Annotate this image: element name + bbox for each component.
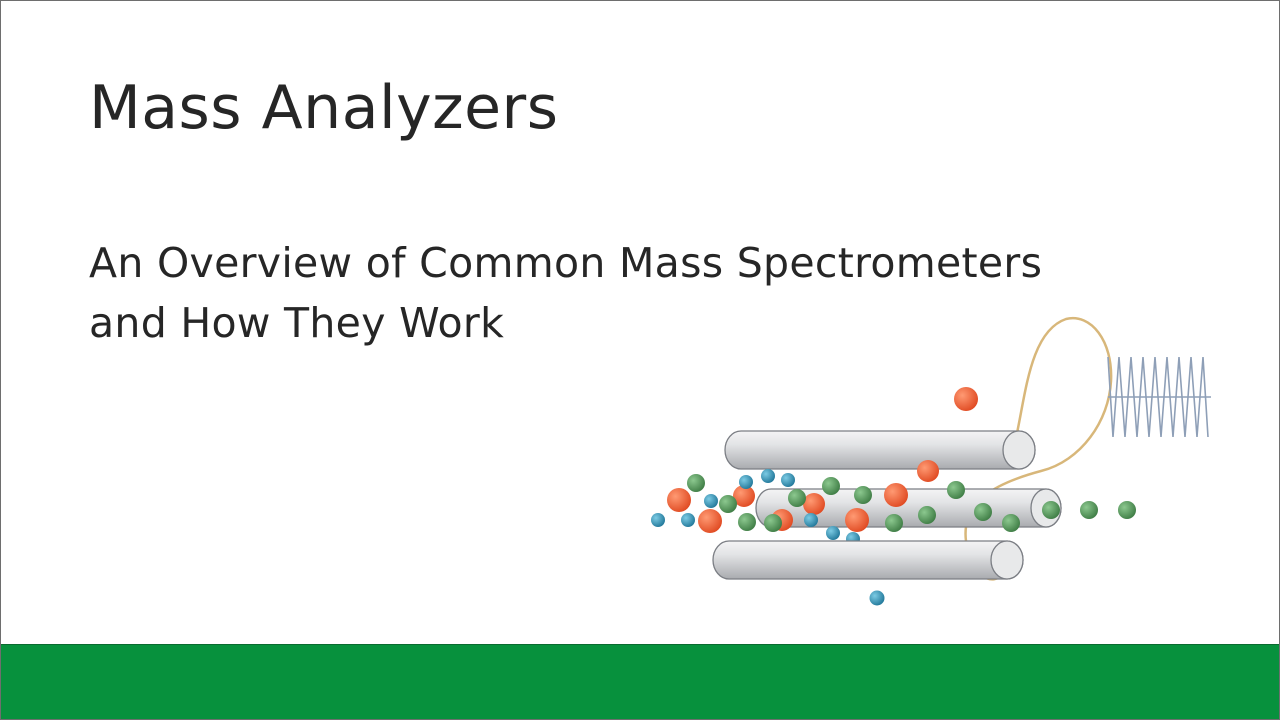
quadrupole-mass-analyzer-icon bbox=[651, 316, 1211, 606]
subtitle-line-1: An Overview of Common Mass Spectrometers bbox=[89, 239, 1043, 287]
slide-title: Mass Analyzers bbox=[89, 73, 559, 143]
ion-cloud bbox=[651, 387, 1136, 606]
rf-waveform-icon bbox=[1107, 356, 1211, 438]
quadrupole-rod-top bbox=[724, 430, 1036, 470]
quadrupole-rod-bottom bbox=[712, 540, 1024, 580]
slide-subtitle: An Overview of Common Mass Spectrometers… bbox=[89, 233, 1149, 353]
footer-accent-bar bbox=[1, 644, 1279, 719]
subtitle-line-2: and How They Work bbox=[89, 299, 505, 347]
